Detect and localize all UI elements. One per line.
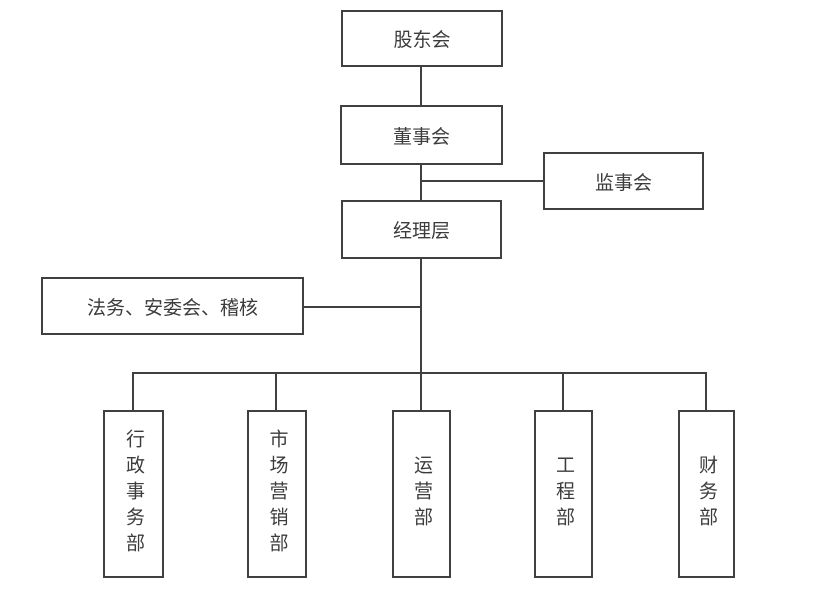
connector-stub-dept-operations xyxy=(420,374,422,410)
connector-stub-dept-engineering xyxy=(562,374,564,410)
connector-shareholders-board xyxy=(420,67,422,105)
connector-supervisory-branch xyxy=(421,180,543,182)
node-dept-finance: 财务部 xyxy=(678,410,735,578)
node-legal-safety-audit: 法务、安委会、稽核 xyxy=(41,277,304,335)
node-management-level: 经理层 xyxy=(341,200,502,259)
node-board-of-directors: 董事会 xyxy=(340,105,503,165)
node-shareholders-meeting: 股东会 xyxy=(341,10,503,67)
connector-stub-dept-admin xyxy=(132,374,134,410)
connector-board-management xyxy=(420,165,422,200)
node-supervisory-board: 监事会 xyxy=(543,152,704,210)
node-dept-operations: 运营部 xyxy=(392,410,451,578)
connector-management-trunk xyxy=(420,259,422,374)
connector-stub-dept-finance xyxy=(705,374,707,410)
node-dept-admin-affairs: 行政事务部 xyxy=(103,410,164,578)
node-dept-engineering: 工程部 xyxy=(534,410,593,578)
connector-staff-branch xyxy=(304,306,421,308)
connector-stub-dept-marketing xyxy=(275,374,277,410)
connector-distribution-line xyxy=(132,372,707,374)
node-dept-marketing: 市场营销部 xyxy=(247,410,307,578)
